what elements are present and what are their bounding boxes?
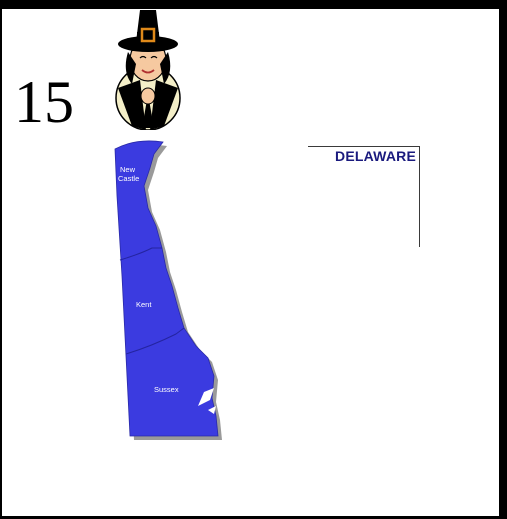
pilgrim-character-icon	[115, 10, 181, 130]
county-boundary	[119, 247, 162, 261]
state-label-box: DELAWARE	[308, 146, 420, 247]
county-label-new-castle: Castle	[118, 174, 139, 183]
state-shape	[114, 140, 219, 437]
county-boundary	[125, 327, 185, 355]
delaware-map: New Castle Kent Sussex	[114, 140, 222, 440]
page-number: 15	[14, 69, 74, 135]
county-label-kent: Kent	[136, 300, 152, 309]
county-label-sussex: Sussex	[154, 385, 179, 394]
state-title: DELAWARE	[335, 148, 416, 164]
county-label-new-castle: New	[120, 165, 136, 174]
